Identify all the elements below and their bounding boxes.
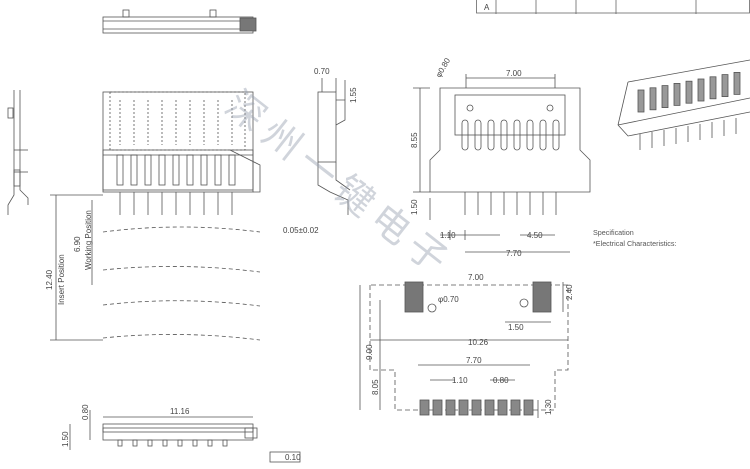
dim-pcb-pad-pitch-a: 1.10 (452, 376, 468, 385)
dimension-labels: 0.70 1.55 φ0.80 7.00 8.55 1.50 1.10 4.50… (45, 56, 574, 462)
pcb-pad (471, 399, 482, 416)
contact-spring (500, 119, 508, 151)
dim-pcb-pad-offset: 1.50 (508, 323, 524, 332)
pcb-footprint (359, 281, 569, 418)
dim-front-base-height: 1.50 (410, 199, 419, 215)
dim-working-position-label: Working Position (84, 210, 93, 270)
dim-pcb-total-width: 10.26 (468, 338, 489, 347)
front-view (413, 74, 591, 253)
bottom-pin (147, 439, 153, 447)
pcb-pad (419, 399, 430, 416)
contact-spring (474, 119, 482, 151)
dim-pcb-top-width: 7.00 (468, 273, 484, 282)
dim-top-side-height: 1.55 (349, 87, 358, 103)
pcb-pad (445, 399, 456, 416)
dim-pcb-pad-span: 7.70 (466, 356, 482, 365)
pcb-pad (523, 399, 534, 416)
bottom-pin (192, 439, 198, 447)
iso-contact (673, 83, 681, 106)
specification-line: *Electrical Characteristics: (593, 238, 677, 248)
iso-pins (637, 72, 741, 150)
dim-pin-hole: φ0.80 (434, 56, 452, 79)
title-block-row-label: A (484, 3, 490, 12)
contact-spring (461, 119, 469, 151)
left-side-view (7, 90, 29, 215)
contact-window (228, 154, 236, 186)
bottom-pin (162, 439, 168, 447)
contact-window (158, 154, 166, 186)
dim-flatness: 0.10 (285, 453, 301, 462)
contact-window (172, 154, 180, 186)
main-front-view (50, 91, 261, 341)
iso-contact (637, 89, 645, 113)
contact-spring (539, 119, 547, 151)
pcb-pad (484, 399, 495, 416)
iso-contact (685, 80, 693, 104)
iso-contact (733, 72, 741, 95)
contact-spring (526, 119, 534, 151)
dim-front-right-span: 4.50 (527, 231, 543, 240)
bottom-pin (222, 439, 228, 447)
specification-heading: Specification (593, 228, 634, 237)
pcb-pad (497, 399, 508, 416)
pcb-pads (419, 399, 534, 416)
dim-front-left-offset: 1.10 (440, 231, 456, 240)
iso-contact (649, 87, 657, 111)
front2-contacts (461, 119, 560, 215)
iso-contact (661, 85, 669, 108)
dim-pad-gap: 0.05±0.02 (283, 226, 319, 235)
dim-front-total-span: 7.70 (506, 249, 522, 258)
top-view (102, 9, 257, 34)
dim-insert-position-label: Insert Position (57, 254, 66, 305)
bottom-pin (132, 439, 138, 447)
dim-front-pitch-width: 7.00 (506, 69, 522, 78)
pcb-pad (432, 399, 443, 416)
contact-window (200, 154, 208, 186)
right-side-view (317, 78, 351, 215)
front-contacts (116, 100, 236, 215)
dim-bottom-thickness-1: 0.80 (81, 404, 90, 420)
dim-pcb-pad-height: 2.40 (565, 284, 574, 300)
dim-bottom-width: 11.16 (170, 407, 190, 416)
bottom-view (69, 410, 258, 450)
contact-window (116, 154, 124, 186)
dim-bottom-thickness-2: 1.50 (61, 431, 70, 447)
pcb-pad (458, 399, 469, 416)
bottom-pin (207, 439, 213, 447)
specification-panel: Specification *Electrical Characteristic… (593, 228, 750, 250)
dim-pcb-pad-len: 1.30 (544, 399, 553, 415)
pcb-pad (510, 399, 521, 416)
dim-insert-position: 12.40 (45, 269, 54, 290)
contact-spring (552, 119, 560, 151)
dim-pcb-height-inner: 8.05 (371, 379, 380, 395)
iso-contact (697, 78, 705, 102)
iso-contact (709, 76, 717, 100)
bottom-pin (177, 439, 183, 447)
contact-window (144, 154, 152, 186)
dim-pcb-pad-pitch-b: 0.80 (493, 376, 509, 385)
dim-pcb-hole: φ0.70 (438, 295, 459, 304)
contact-spring (487, 119, 495, 151)
contact-window (186, 154, 194, 186)
contact-window (130, 154, 138, 186)
specification-lines: *Electrical Characteristics:Contact Curr… (593, 239, 750, 250)
bottom-pin (117, 439, 123, 447)
contact-spring (513, 119, 521, 151)
dim-pcb-height-outer: 9.00 (365, 344, 374, 360)
bottom-pins (117, 439, 228, 447)
iso-contact (721, 74, 729, 97)
contact-window (214, 154, 222, 186)
dim-front-height: 8.55 (410, 132, 419, 148)
dim-top-side-width: 0.70 (314, 67, 330, 76)
flatness-box (269, 451, 301, 463)
isometric-view (617, 59, 750, 150)
dim-working-position: 6.90 (73, 236, 82, 252)
